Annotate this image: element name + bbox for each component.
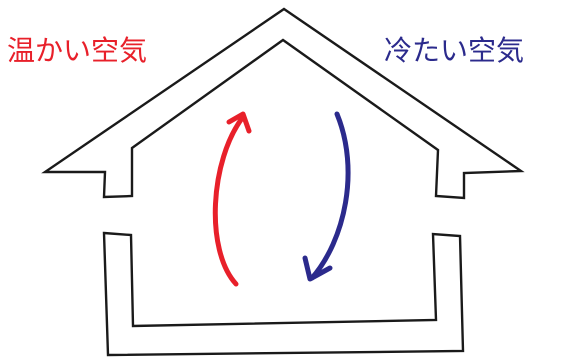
- house-body-outline: [102, 231, 465, 357]
- warm-air-label: 温かい空気: [7, 34, 148, 67]
- cool-air-label: 冷たい空気: [384, 34, 525, 67]
- cool-air-arrowhead: [302, 255, 333, 282]
- cool-air-arrow: [309, 111, 351, 281]
- warm-air-arrow: [212, 114, 246, 287]
- warm-air-arrowhead: [226, 111, 252, 134]
- roof-outline: [41, 7, 525, 200]
